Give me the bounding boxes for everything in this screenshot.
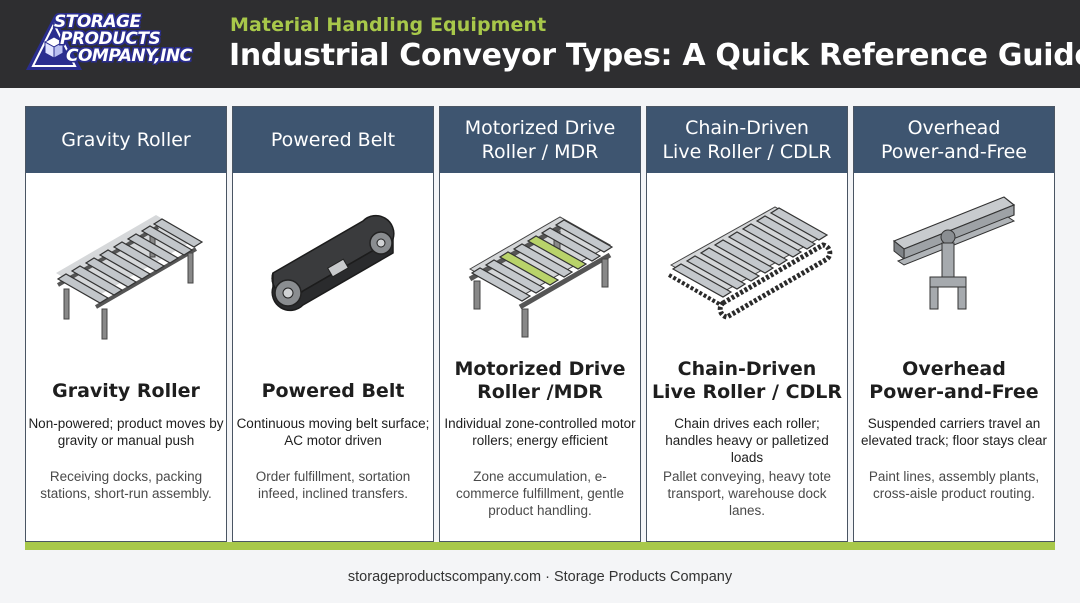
card-gravity-roller: Gravity Roller xyxy=(25,106,227,542)
card-header: Motorized Drive Roller / MDR xyxy=(440,107,640,173)
gravity-roller-conveyor-icon xyxy=(56,215,204,340)
accent-divider xyxy=(25,542,1055,550)
card-description: Chain drives each roller; handles heavy … xyxy=(665,416,829,465)
footer-credit[interactable]: storageproductscompany.com · Storage Pro… xyxy=(347,569,733,585)
card-motorized-drive-roller: Motorized Drive Roller / MDR xyxy=(439,106,641,542)
mdr-conveyor-icon xyxy=(468,216,614,338)
conveyor-cards: Gravity Roller xyxy=(25,106,1055,542)
overhead-trolley-icon xyxy=(892,196,1016,310)
card-overhead-power-and-free: Overhead Power-and-Free Overhead Power-a… xyxy=(853,106,1055,542)
card-chain-driven-live-roller: Chain-Driven Live Roller / CDLR Chain-D xyxy=(646,106,848,542)
card-description: Non-powered; product moves by gravity or… xyxy=(28,416,224,448)
card-title: Motorized Drive Roller /MDR xyxy=(454,358,626,403)
logo-line-2: PRODUCTS xyxy=(60,29,161,49)
card-title: Overhead Power-and-Free xyxy=(869,358,1039,403)
belt-conveyor-icon xyxy=(271,214,395,312)
cdlr-conveyor-icon xyxy=(668,206,833,320)
card-header: Overhead Power-and-Free xyxy=(854,107,1054,173)
card-powered-belt: Powered Belt Powered Belt Continuous mov… xyxy=(232,106,434,542)
card-applications: Paint lines, assembly plants, cross-aisl… xyxy=(868,469,1040,501)
card-applications: Pallet conveying, heavy tote transport, … xyxy=(662,469,832,518)
card-header: Powered Belt xyxy=(233,107,433,173)
card-description: Continuous moving belt surface; AC motor… xyxy=(236,416,430,448)
card-applications: Receiving docks, packing stations, short… xyxy=(40,469,212,501)
card-title: Powered Belt xyxy=(261,380,405,402)
card-header: Gravity Roller xyxy=(26,107,226,173)
page-title: Industrial Conveyor Types: A Quick Refer… xyxy=(229,38,1080,73)
card-header: Chain-Driven Live Roller / CDLR xyxy=(647,107,847,173)
header-bar: STORAGE PRODUCTS COMPANY,INC Material Ha… xyxy=(0,0,1080,88)
card-applications: Zone accumulation, e-commerce fulfillmen… xyxy=(455,469,625,518)
card-applications: Order fulfillment, sortation infeed, inc… xyxy=(255,469,411,501)
company-logo[interactable]: STORAGE PRODUCTS COMPANY,INC xyxy=(24,12,210,74)
logo-line-1: STORAGE xyxy=(54,12,141,32)
card-description: Individual zone-controlled motor rollers… xyxy=(444,416,636,448)
card-title: Gravity Roller xyxy=(52,380,200,402)
card-title: Chain-Driven Live Roller / CDLR xyxy=(651,358,843,403)
page-subtitle: Material Handling Equipment xyxy=(230,14,547,36)
logo-line-3: COMPANY,INC xyxy=(66,46,192,66)
card-description: Suspended carriers travel an elevated tr… xyxy=(860,416,1048,448)
cube-logo-icon xyxy=(26,16,82,70)
